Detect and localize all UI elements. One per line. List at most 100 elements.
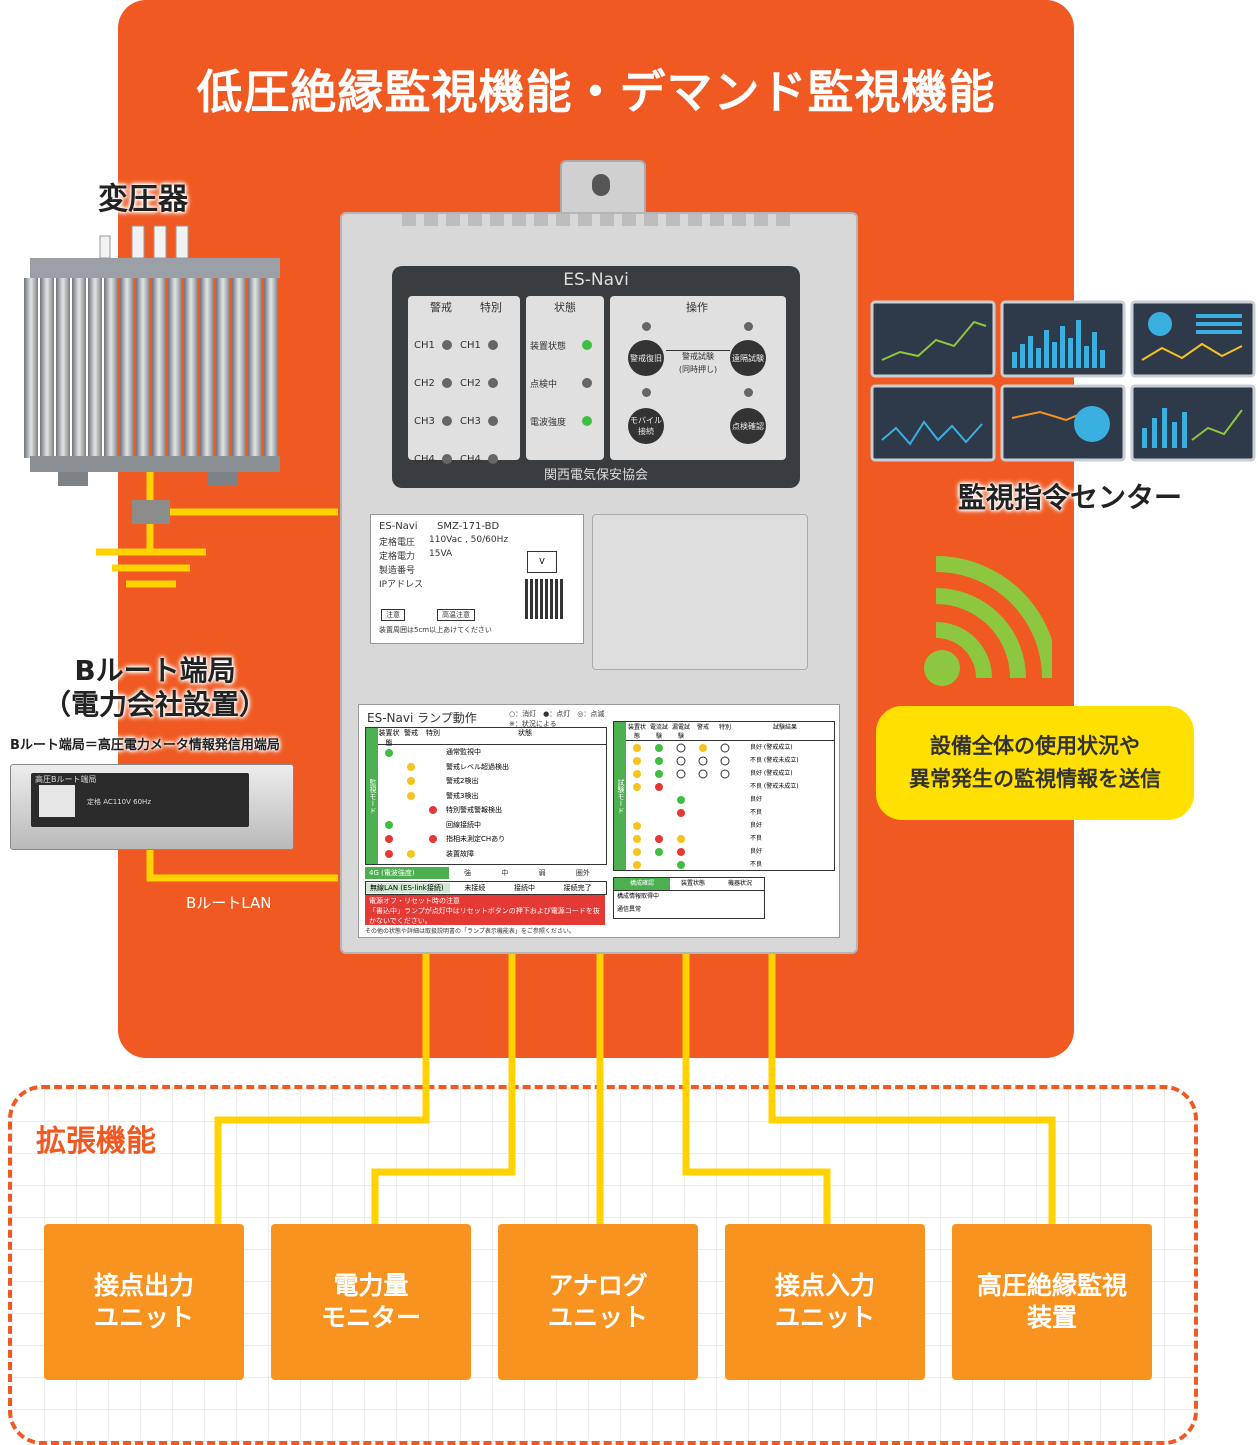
- left-status: 指相未測定CHあり: [446, 835, 506, 843]
- signal-items: 強 中 弱 圏外: [449, 867, 605, 879]
- channel-row: CH3 CH3: [414, 402, 518, 440]
- spec-power: 15VA: [429, 549, 453, 559]
- control-panel: ES-Navi 関西電気保安協会 警戒 特別 CH1 CH1 CH2 CH2: [392, 266, 800, 488]
- right-header: 漏電試験: [671, 724, 690, 740]
- spec-power-label: 定格電力: [379, 552, 416, 562]
- signal-out: 圏外: [575, 869, 590, 877]
- special-led: [488, 416, 498, 426]
- spec-voltage: 110Vac , 50/60Hz: [429, 535, 509, 545]
- left-status: 警戒2検出: [446, 777, 479, 785]
- status-row: 装置状態: [530, 326, 602, 364]
- special-led: [488, 454, 498, 464]
- caution-label-2: 高温注意: [437, 609, 475, 621]
- remote-test-button[interactable]: 遠隔試験: [730, 340, 766, 376]
- status-label: 装置状態: [530, 341, 567, 352]
- alarm-led: [442, 340, 452, 350]
- right-result: 良好: [750, 822, 763, 829]
- alarm-led: [442, 378, 452, 388]
- unit-label-line1: 電力量: [333, 1270, 409, 1300]
- right-result: 良好 (警戒成立): [750, 744, 793, 751]
- special-led: [488, 378, 498, 388]
- signal-strong: 強: [464, 869, 472, 877]
- right-header: 警戒: [696, 724, 709, 731]
- alarm-reset-button[interactable]: 警戒復旧: [628, 340, 664, 376]
- lan-label: 無線LAN (ES-link接続): [366, 883, 450, 893]
- broute-device-text: 高圧Bルート端局: [35, 775, 97, 784]
- main-title: 低圧絶縁監視機能・デマンド監視機能: [196, 65, 996, 119]
- signal-row: 4G (電波強度) 強 中 弱 圏外: [365, 867, 605, 879]
- bubble-line2: 異常発生の監視情報を送信: [909, 767, 1161, 791]
- device-vents: [402, 214, 792, 226]
- signal-led-green: [582, 416, 592, 426]
- special-led: [488, 340, 498, 350]
- signal-mid: 中: [501, 869, 509, 877]
- right-header: 装置状態: [627, 724, 646, 740]
- left-header: 警戒: [404, 729, 418, 737]
- lan-connecting: 接続中: [513, 884, 535, 892]
- center-label: 監視指令センター: [958, 481, 1183, 514]
- channel-rows: CH1 CH1 CH2 CH2 CH3 CH3: [414, 326, 518, 478]
- unit-label-line1: 接点出力: [93, 1270, 194, 1300]
- signal-weak: 弱: [538, 869, 546, 877]
- line-unit-1: [214, 946, 430, 1226]
- left-status: 特別警戒警報検出: [446, 806, 502, 814]
- ct-sensor: [132, 500, 170, 524]
- spec-serial-label: 製造番号: [379, 566, 416, 576]
- status-led-green: [582, 340, 592, 350]
- transformer-icon: [24, 225, 280, 486]
- inspection-button[interactable]: 点検確認: [730, 408, 766, 444]
- right-result: 不良: [750, 861, 763, 868]
- broute-device: 高圧Bルート端局 定格 AC110V 60Hz: [10, 764, 294, 850]
- op-center-sub: (同時押し): [678, 365, 718, 374]
- left-header: 装置状態: [378, 729, 400, 747]
- left-status: 警戒3検出: [446, 791, 479, 800]
- status-label: 点検中: [530, 379, 558, 390]
- status-header: 状態: [554, 301, 576, 314]
- maint-row: 構成情報取得中: [617, 893, 660, 900]
- unit-label-line2: モニター: [320, 1303, 421, 1332]
- unit-label: 接点入力 ユニット: [735, 1270, 915, 1335]
- warning-body: 「書込中」ランプが点灯中はリセットボタンの押下および電源コードを抜かないでくださ…: [369, 907, 600, 925]
- lan-row: 無線LAN (ES-link接続) 未接続 接続中 接続完了: [365, 881, 607, 895]
- unit-label-line2: ユニット: [547, 1303, 648, 1332]
- unit-hv-insulation: 高圧絶縁監視 装置: [952, 1224, 1152, 1380]
- right-lamp-grid: [633, 743, 730, 869]
- left-header-row: 装置状態 警戒 特別 状態: [378, 728, 606, 747]
- spec-voltage-label: 定格電圧: [379, 538, 416, 548]
- op-led: [744, 322, 753, 331]
- status-row: 電波強度: [530, 402, 602, 440]
- lamp-left-table: 監視モード 装置状態 警戒 特別 状態 通常監視中 警戒レベル超過検出 警戒2検…: [365, 727, 607, 865]
- left-status: 回線接続中: [446, 820, 481, 829]
- right-result: 不良 (警戒未成立): [750, 757, 799, 764]
- right-header: 特別: [718, 724, 731, 731]
- info-bubble: 設備全体の使用状況や 異常発生の監視情報を送信: [876, 706, 1194, 820]
- broute-device-sub: 定格 AC110V 60Hz: [87, 798, 151, 806]
- device-association: 関西電気保安協会: [543, 468, 648, 483]
- left-header: 状態: [518, 729, 532, 737]
- warning-box: 電源オフ・リセット時の注意 「書込中」ランプが点灯中はリセットボタンの押下および…: [365, 895, 605, 925]
- channel-label: CH1: [460, 339, 481, 351]
- maint-table: 構成確認 装置状態 機器状況 構成情報取得中 通信異常: [613, 877, 765, 919]
- status-row: 点検中: [530, 364, 602, 402]
- left-status-list: 通常監視中 警戒レベル超過検出 警戒2検出 警戒3検出 特別警戒警報検出 回線接…: [446, 745, 606, 861]
- vci-logo-icon: V: [527, 551, 557, 573]
- hanger-hole: [592, 174, 610, 196]
- line-unit-2: [371, 946, 516, 1226]
- right-result: 不良: [750, 809, 763, 816]
- channel-row: CH1 CH1: [414, 326, 518, 364]
- channel-row: CH2 CH2: [414, 364, 518, 402]
- mobile-connect-button[interactable]: モバイル接続: [628, 408, 664, 444]
- lamp-right-table: 試験モード 装置状態 電流試験 漏電試験 警戒 特別 試験結果 良好 (警戒成立…: [613, 721, 835, 871]
- lamp-title: ES-Navi ランプ動作: [367, 711, 477, 725]
- caution-label-1: 注意: [381, 609, 405, 621]
- caution-note: 装置周囲は5cm以上あけてください: [379, 626, 492, 634]
- op-led: [642, 322, 651, 331]
- wifi-icon: [924, 556, 1052, 686]
- unit-label-line2: ユニット: [93, 1303, 194, 1332]
- signal-label: 4G (電波強度): [369, 869, 415, 877]
- channel-label: CH3: [414, 415, 435, 427]
- unit-label-line2: ユニット: [774, 1303, 875, 1332]
- es-navi-device: ES-Navi 関西電気保安協会 警戒 特別 CH1 CH1 CH2 CH2: [340, 212, 858, 954]
- right-result: 良好 (警戒成立): [750, 770, 793, 777]
